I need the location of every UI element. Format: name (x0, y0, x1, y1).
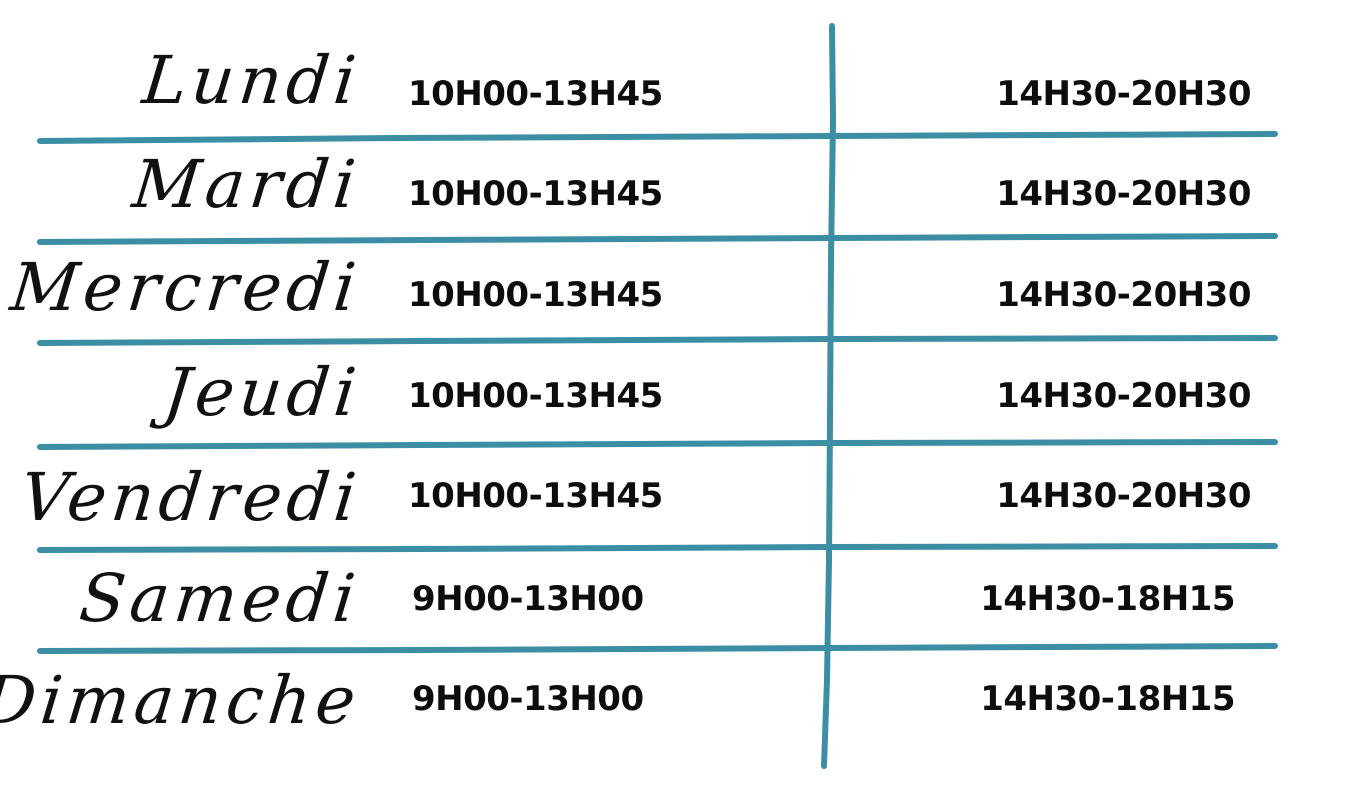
morning-hours: 10H00-13H45 (408, 275, 663, 315)
row-divider (37, 643, 1278, 654)
day-label: Dimanche (0, 662, 365, 739)
row-divider (37, 131, 1278, 144)
day-label: Lundi (138, 42, 365, 119)
morning-hours: 9H00-13H00 (412, 579, 644, 619)
evening-hours: 14H30-20H30 (996, 174, 1251, 214)
row-divider (37, 439, 1278, 450)
row-divider (37, 233, 1278, 245)
evening-hours: 14H30-20H30 (996, 74, 1251, 114)
evening-hours: 14H30-20H30 (996, 275, 1251, 315)
column-divider (821, 23, 837, 769)
evening-hours: 14H30-20H30 (996, 376, 1251, 416)
evening-hours: 14H30-18H15 (980, 679, 1235, 719)
day-label: Jeudi (159, 354, 365, 431)
evening-hours: 14H30-20H30 (996, 476, 1251, 516)
day-label: Vendredi (16, 459, 365, 536)
morning-hours: 10H00-13H45 (408, 376, 663, 416)
row-divider (37, 335, 1278, 346)
morning-hours: 9H00-13H00 (412, 679, 644, 719)
evening-hours: 14H30-18H15 (980, 579, 1235, 619)
morning-hours: 10H00-13H45 (408, 74, 663, 114)
morning-hours: 10H00-13H45 (408, 476, 663, 516)
day-label: Mardi (129, 146, 365, 223)
day-label: Mercredi (6, 249, 365, 326)
morning-hours: 10H00-13H45 (408, 174, 663, 214)
row-divider (37, 543, 1278, 553)
day-label: Samedi (76, 560, 365, 637)
